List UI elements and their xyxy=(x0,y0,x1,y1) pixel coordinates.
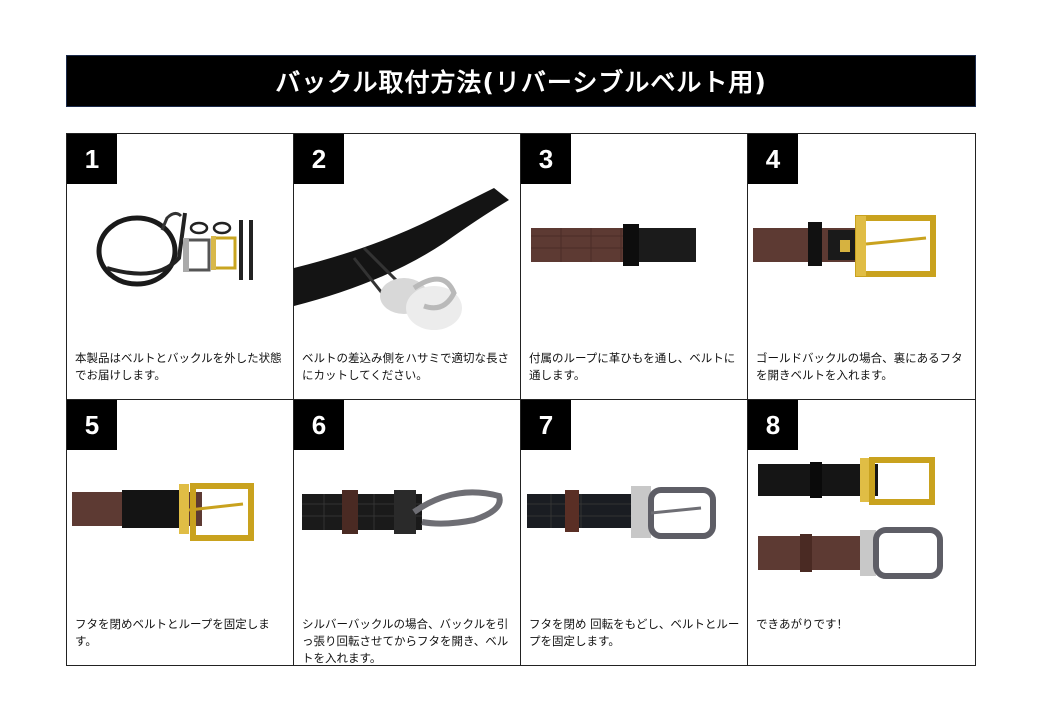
belt-parts-photo xyxy=(96,211,253,287)
step-card-7: 7 フタを閉め 回転をもどし、ベルトとループを固定します。 xyxy=(521,400,748,665)
step-caption: ゴールドバックルの場合、裏にあるフタを開きベルトを入れます。 xyxy=(756,351,963,382)
step-card-4: 4 ゴールドバックルの場合、裏にあるフタを開きベルトを入れます。 xyxy=(748,134,975,400)
step-caption: ベルトの差込み側をハサミで適切な長さにカットしてください。 xyxy=(302,351,509,382)
page-title: バックル取付方法(リバーシブルベルト用) xyxy=(67,56,975,106)
step-card-1: 1 本製品はベルトとバックルを外した状態でお届けします。 xyxy=(67,134,294,400)
steps-grid: 1 本製品はベルトとバックルを外した状態でお届けします。 2 ベルトの差込み側を… xyxy=(66,133,976,666)
belt-with-loop-photo xyxy=(531,224,696,266)
step-caption: 付属のループに革ひもを通し、ベルトに通します。 xyxy=(529,351,736,382)
step-number: 4 xyxy=(748,134,798,184)
step-number: 3 xyxy=(521,134,571,184)
step-card-6: 6 シルバーバックルの場合、バックルを引っ張り回転させてからフタを開き、ベルトを… xyxy=(294,400,521,665)
step-card-3: 3 付属のループに革ひもを通し、ベルトに通します。 xyxy=(521,134,748,400)
step-card-5: 5 フタを閉めベルトとループを固定します。 xyxy=(67,400,294,665)
step-number: 6 xyxy=(294,400,344,450)
step-number: 5 xyxy=(67,400,117,450)
step-number: 1 xyxy=(67,134,117,184)
step-card-2: 2 ベルトの差込み側をハサミで適切な長さにカットしてください。 xyxy=(294,134,521,400)
gold-buckle-closed-photo xyxy=(72,483,254,541)
step-caption: 本製品はベルトとバックルを外した状態でお届けします。 xyxy=(75,351,282,382)
step-caption: シルバーバックルの場合、バックルを引っ張り回転させてからフタを開き、ベルトを入れ… xyxy=(302,617,509,665)
cutting-belt-photo xyxy=(294,188,509,330)
step-caption: できあがりです！ xyxy=(756,617,848,631)
step-card-8: 8 できあがりです！ xyxy=(748,400,975,665)
gold-buckle-open-photo xyxy=(753,215,936,277)
step-number: 7 xyxy=(521,400,571,450)
step-number: 2 xyxy=(294,134,344,184)
step-number: 8 xyxy=(748,400,798,450)
silver-buckle-closed-photo xyxy=(527,486,716,539)
finished-belts-photo xyxy=(758,457,943,579)
step-caption: フタを閉めベルトとループを固定します。 xyxy=(75,617,270,648)
step-caption: フタを閉め 回転をもどし、ベルトとループを固定します。 xyxy=(529,617,740,648)
silver-buckle-rotated-photo xyxy=(302,489,503,534)
